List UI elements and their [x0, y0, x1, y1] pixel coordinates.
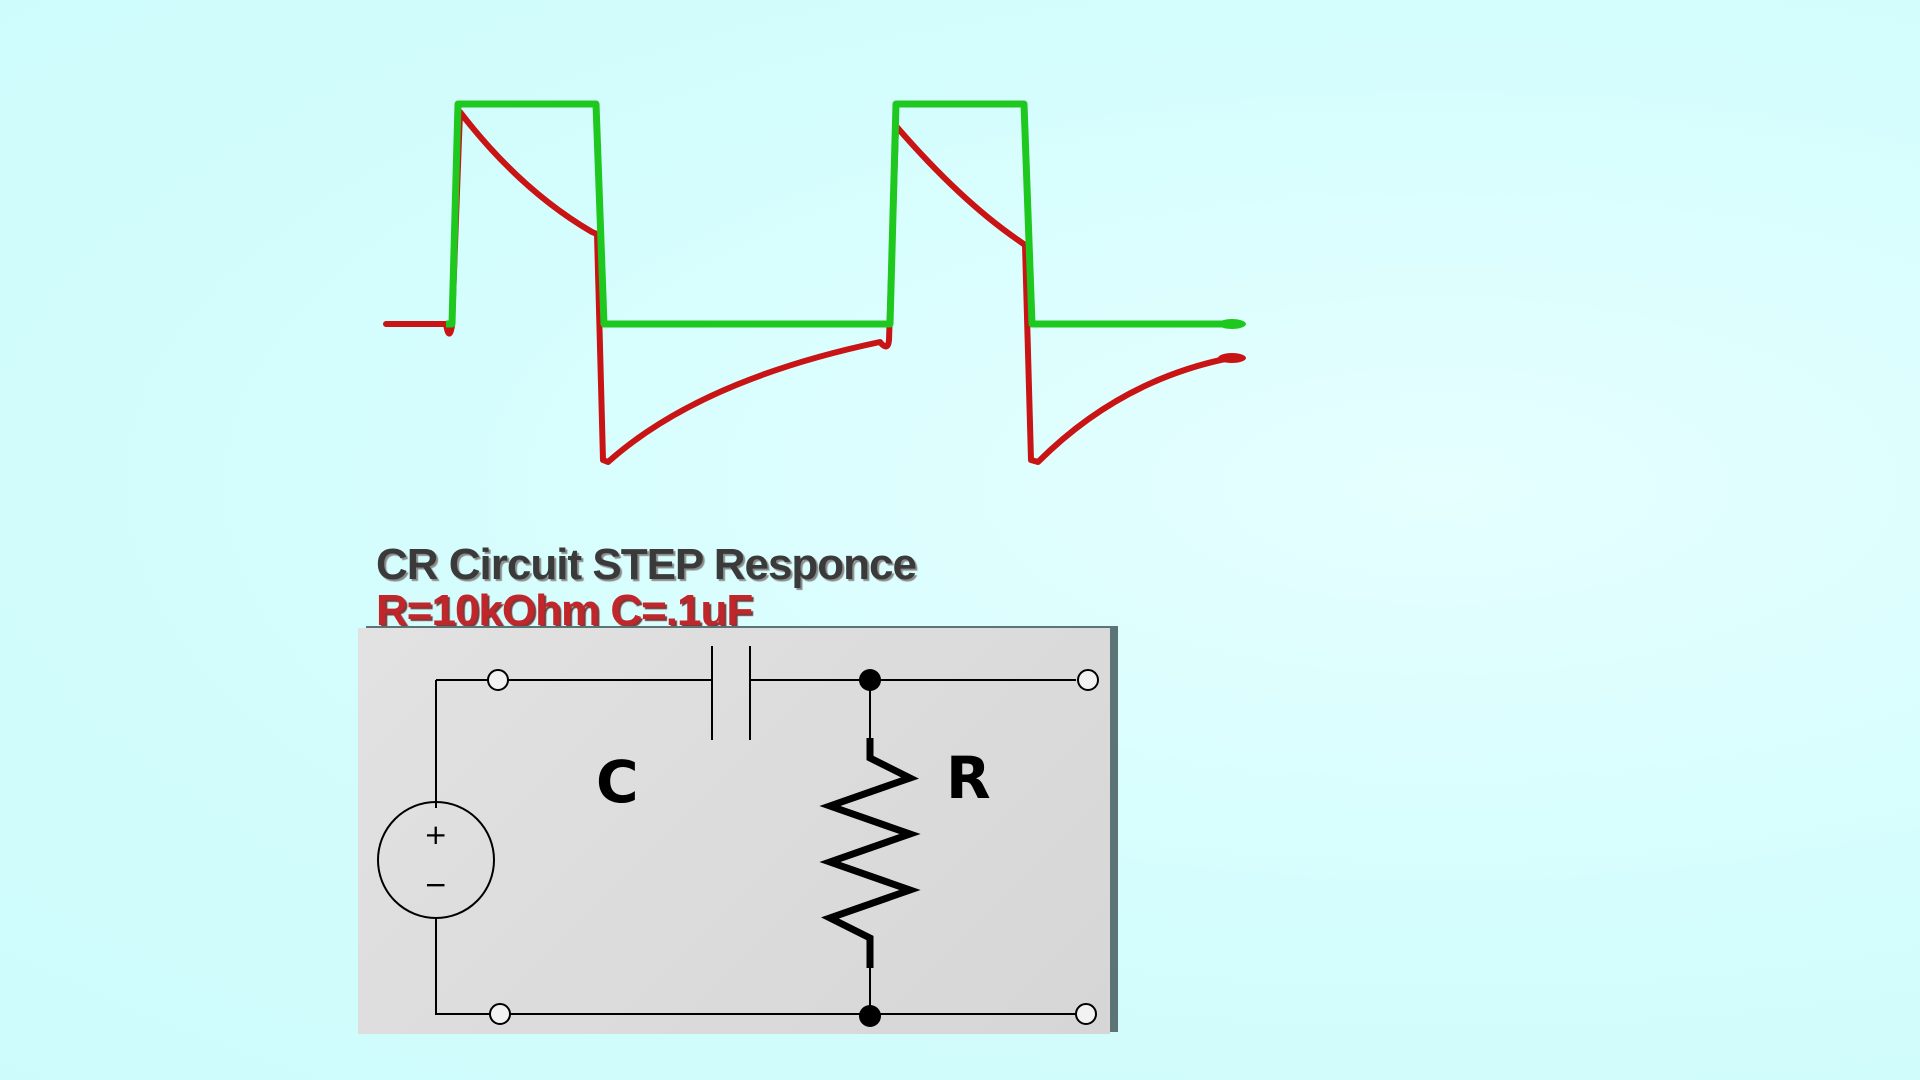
output-terminal-top [1077, 669, 1099, 691]
input-terminal-top [487, 669, 509, 691]
resistor-label: R [946, 744, 991, 812]
capacitor-label: C [596, 748, 639, 816]
input-terminal-bottom [489, 1003, 511, 1025]
output-waveform-end [1218, 353, 1246, 363]
resistor-zigzag [819, 738, 921, 968]
circuit-title: CR Circuit STEP Responce [376, 540, 917, 589]
source-bottom-wire [435, 918, 498, 1015]
step-response-waveform [383, 100, 1246, 465]
circuit-panel: C R + − [358, 628, 1110, 1034]
junction-top [859, 669, 881, 691]
output-terminal-bottom [1075, 1003, 1097, 1025]
cr-circuit-schematic [377, 646, 1099, 1027]
source-minus-sign: − [424, 868, 448, 901]
output-waveform [383, 109, 1233, 465]
junction-bottom [859, 1005, 881, 1027]
input-waveform [446, 100, 1230, 328]
component-values: R=10kOhm C=.1uF [376, 586, 753, 635]
input-waveform-end [1218, 319, 1246, 329]
source-plus-sign: + [424, 818, 448, 851]
